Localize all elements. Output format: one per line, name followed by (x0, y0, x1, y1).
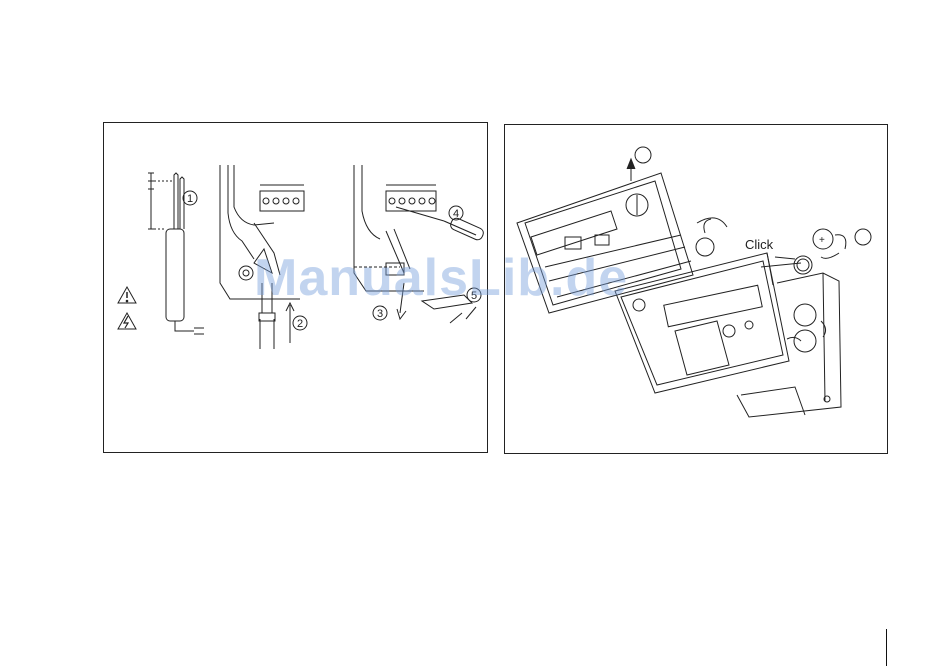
page-edge-rule (886, 629, 887, 666)
step-number-3: 3 (377, 308, 383, 320)
watermark: ManualsLib.de (254, 248, 628, 308)
rotate-arrow-icon (696, 218, 727, 256)
stripped-cable-drawing (148, 173, 204, 334)
step-number-2: 2 (297, 318, 303, 330)
svg-text:+: + (819, 235, 825, 246)
battery-holder-drawing (737, 273, 841, 417)
coin-battery-icon: + (794, 229, 871, 274)
step-number-4: 4 (453, 208, 459, 220)
step-number-1: 1 (187, 193, 193, 205)
click-label: Click (745, 237, 774, 252)
high-voltage-icon (118, 313, 136, 329)
warning-triangle-icon (118, 287, 136, 303)
